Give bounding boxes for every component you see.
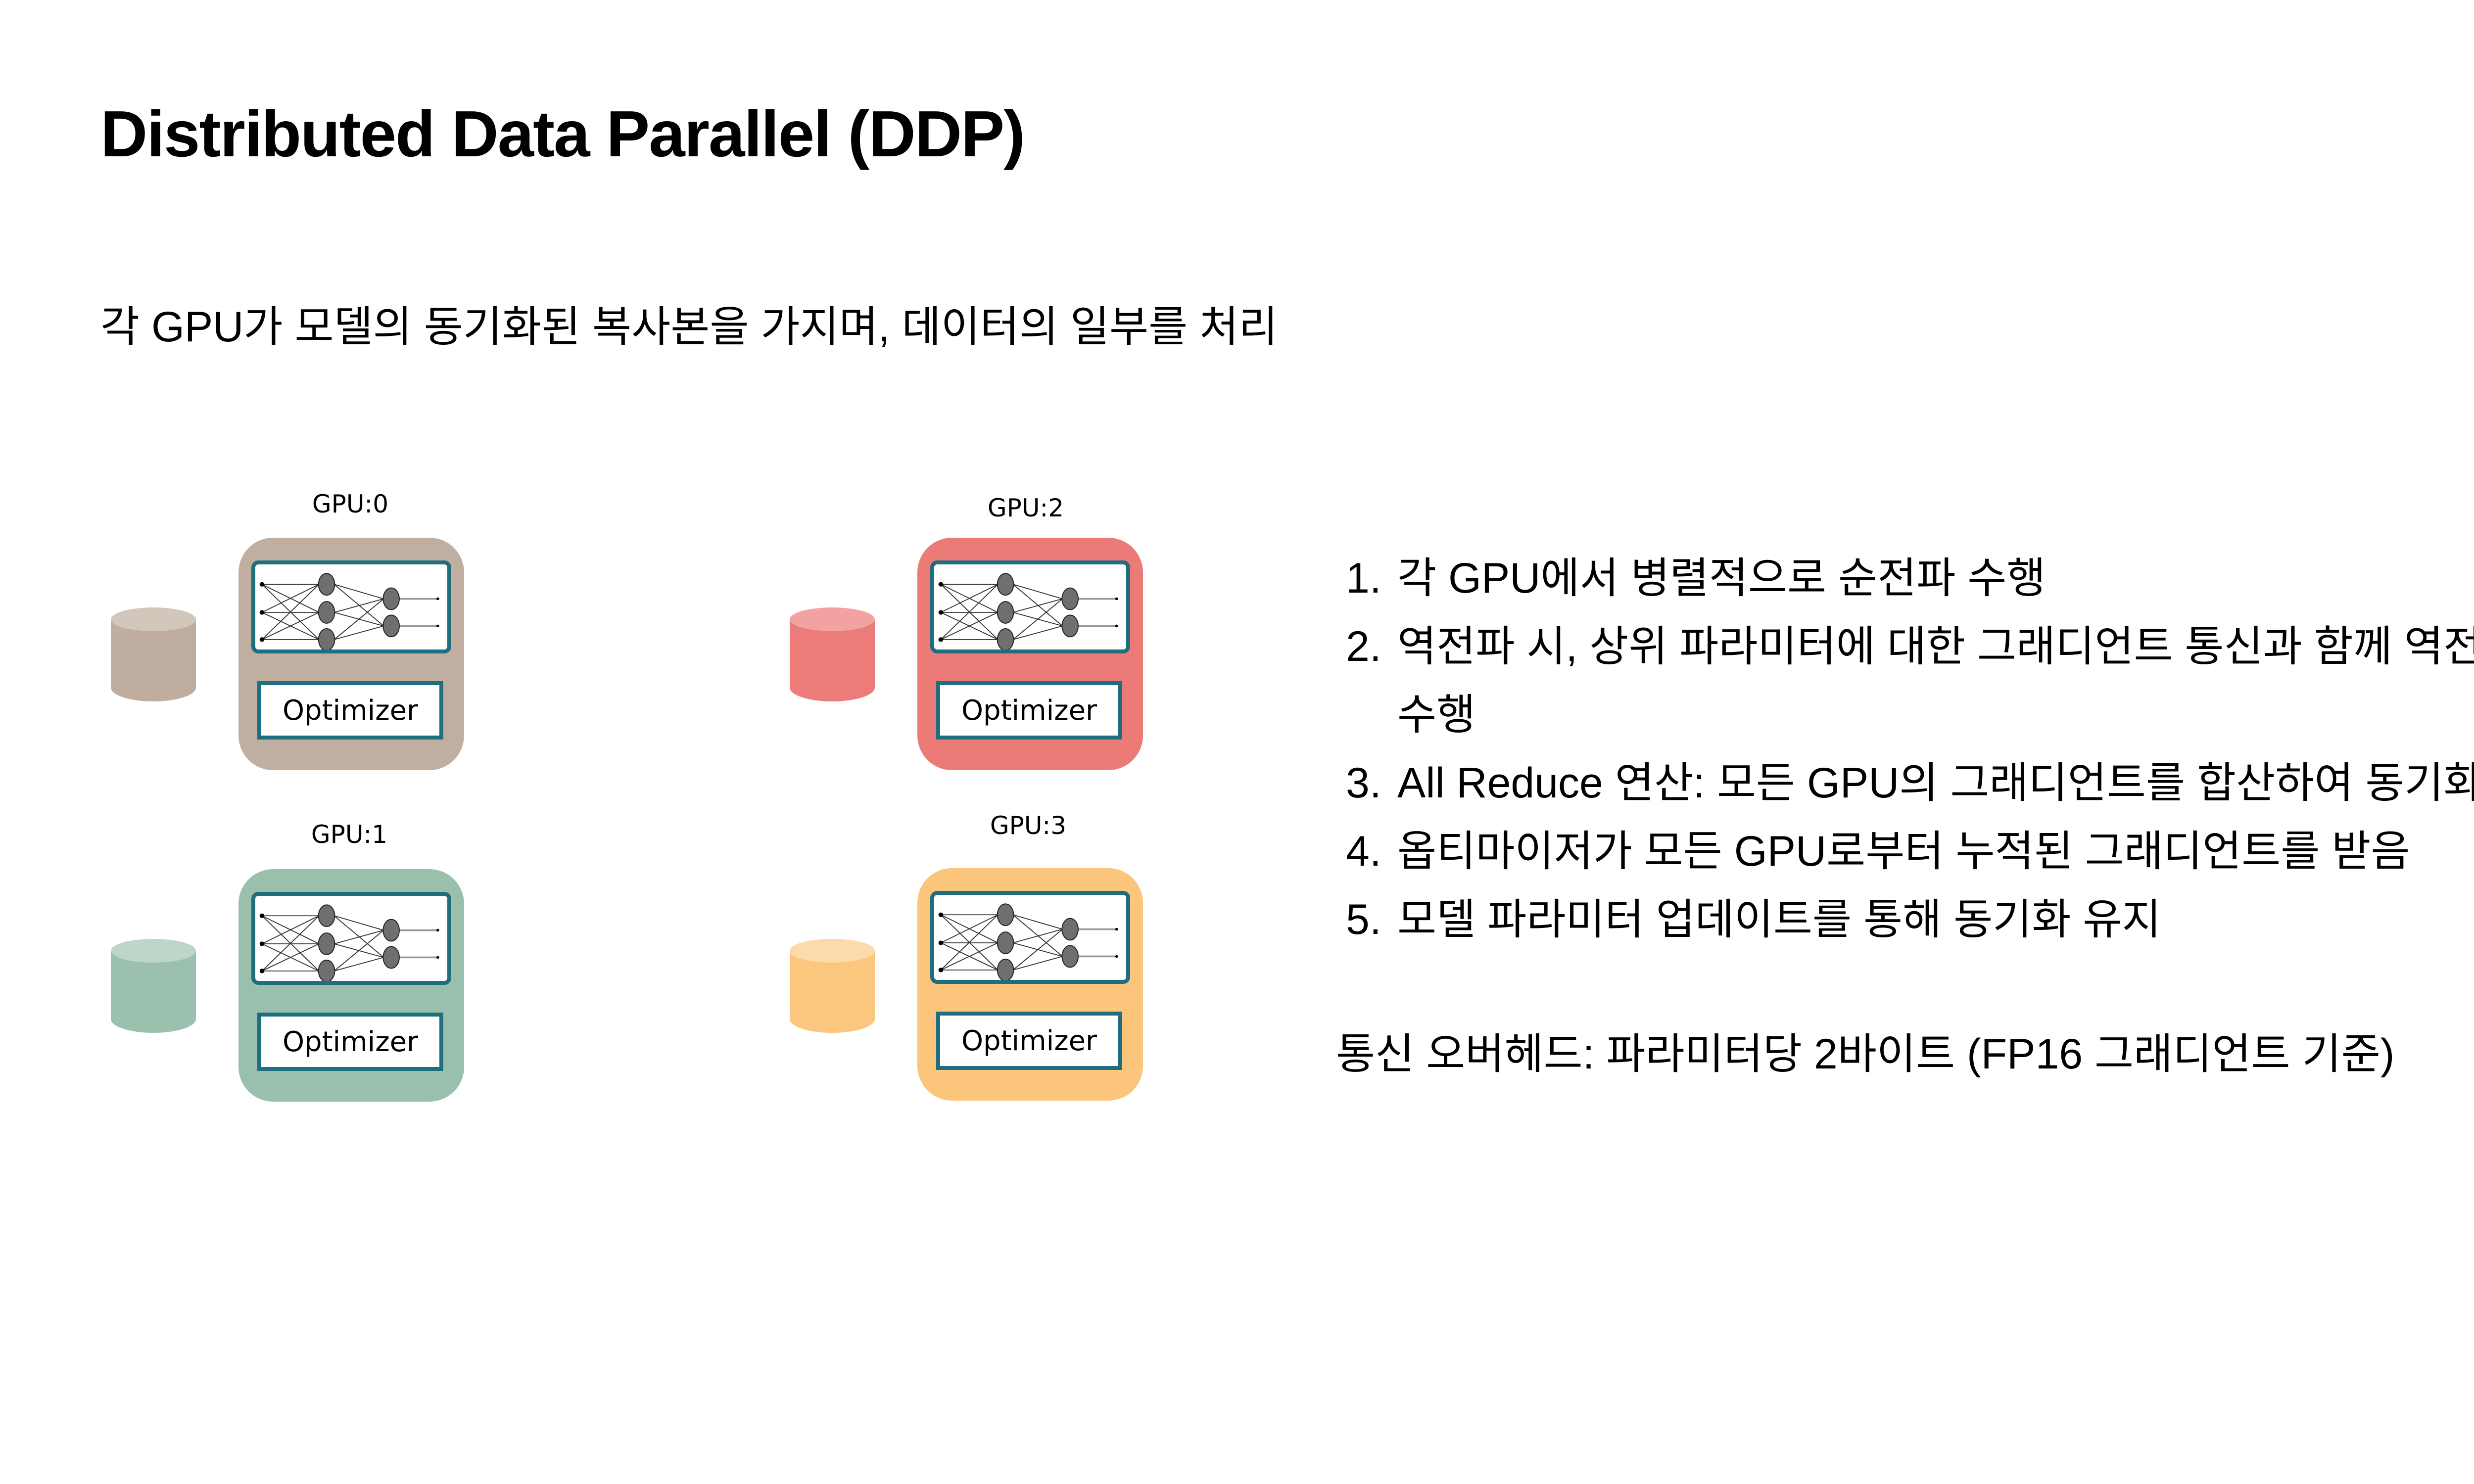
model-replica-panel — [930, 560, 1130, 653]
step-text: 모델 파라미터 업데이트를 통해 동기화 유지 — [1397, 896, 2161, 943]
step-item: 3. All Reduce 연산: 모든 GPU의 그래디언트를 합산하여 동기화 — [1346, 749, 2474, 817]
neural-network-icon — [259, 904, 439, 981]
neural-network-icon — [259, 573, 439, 649]
optimizer-box: Optimizer — [936, 1012, 1122, 1070]
step-item: 2. 역전파 시, 상위 파라미터에 대한 그래디언트 통신과 함께 역전파 수행 — [1346, 612, 2474, 749]
ddp-steps-list: 1. 각 GPU에서 병렬적으로 순전파 수행 2. 역전파 시, 상위 파라미터에… — [1346, 544, 2474, 954]
slide-title: Distributed Data Parallel (DDP) — [100, 97, 1025, 170]
step-item: 5. 모델 파라미터 업데이트를 통해 동기화 유지 — [1346, 885, 2474, 954]
optimizer-box: Optimizer — [936, 681, 1122, 740]
gpu-label-2: GPU:2 — [987, 494, 1064, 522]
data-shard-3-cylinder-icon — [790, 939, 875, 1033]
step-text: 옵티마이저가 모든 GPU로부터 누적된 그래디언트를 받음 — [1397, 828, 2410, 875]
step-number: 3. — [1346, 759, 1381, 807]
step-item: 1. 각 GPU에서 병렬적으로 순전파 수행 — [1346, 544, 2474, 612]
communication-overhead-note: 통신 오버헤드: 파라미터당 2바이트 (FP16 그래디언트 기준) — [1336, 1030, 2395, 1078]
step-text: 각 GPU에서 병렬적으로 순전파 수행 — [1397, 555, 2046, 602]
step-text: 역전파 시, 상위 파라미터에 대한 그래디언트 통신과 함께 역전파 수행 — [1397, 623, 2474, 739]
cylinder-top — [790, 939, 875, 963]
data-shard-2-cylinder-icon — [790, 607, 875, 701]
gpu-box-3: Optimizer — [917, 868, 1143, 1101]
data-shard-0-cylinder-icon — [111, 607, 196, 701]
slide-subtitle: 각 GPU가 모델의 동기화된 복사본을 가지며, 데이터의 일부를 처리 — [100, 303, 1278, 351]
gpu-box-1: Optimizer — [238, 869, 464, 1102]
data-shard-1-cylinder-icon — [111, 939, 196, 1033]
model-replica-panel — [251, 560, 451, 653]
gpu-box-0: Optimizer — [238, 538, 464, 770]
step-number: 4. — [1346, 828, 1381, 875]
neural-network-icon — [938, 903, 1118, 980]
step-number: 5. — [1346, 896, 1381, 943]
model-replica-panel — [930, 891, 1130, 984]
neural-network-icon — [938, 573, 1118, 649]
optimizer-box: Optimizer — [257, 681, 443, 740]
gpu-box-2: Optimizer — [917, 538, 1143, 770]
gpu-label-0: GPU:0 — [312, 490, 389, 518]
gpu-label-3: GPU:3 — [990, 811, 1067, 840]
step-item: 4. 옵티마이저가 모든 GPU로부터 누적된 그래디언트를 받음 — [1346, 817, 2474, 885]
cylinder-top — [111, 939, 196, 963]
step-text: All Reduce 연산: 모든 GPU의 그래디언트를 합산하여 동기화 — [1397, 759, 2474, 807]
step-number: 2. — [1346, 623, 1381, 670]
model-replica-panel — [251, 892, 451, 985]
step-number: 1. — [1346, 555, 1381, 602]
gpu-label-1: GPU:1 — [311, 820, 388, 849]
cylinder-top — [790, 607, 875, 631]
optimizer-box: Optimizer — [257, 1013, 443, 1071]
cylinder-top — [111, 607, 196, 631]
